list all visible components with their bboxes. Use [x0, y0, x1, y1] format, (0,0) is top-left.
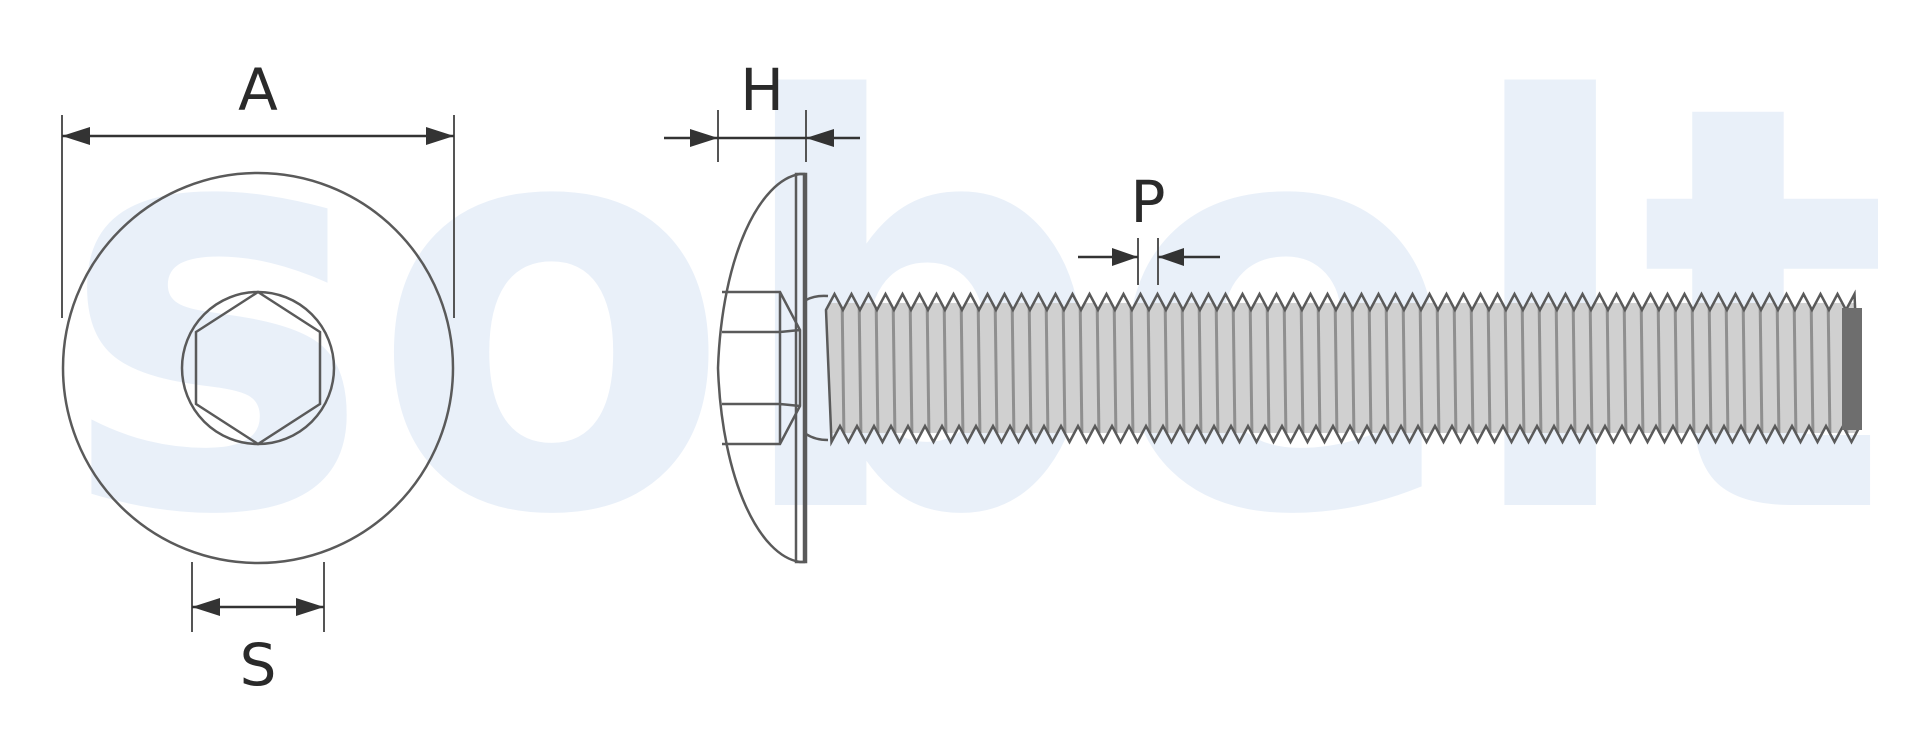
hex-socket-side-icon [722, 290, 802, 446]
dimension-label-p: P [1131, 168, 1166, 236]
dimension-a: A [61, 56, 455, 318]
socket-inner-circle [180, 290, 336, 446]
mushroom-head [716, 172, 806, 564]
threaded-shank [826, 303, 1858, 433]
bolt-end-chamfer [1842, 308, 1862, 430]
bolt-neck [805, 294, 829, 442]
dimension-p: P [1078, 168, 1220, 285]
bolt-side-view [716, 172, 1862, 564]
dimension-label-h: H [740, 56, 784, 124]
head-flat-face [794, 172, 808, 564]
dimension-label-a: A [238, 56, 278, 124]
head-top-view [61, 171, 455, 565]
head-outline-circle [61, 171, 455, 565]
dimension-s: S [191, 562, 325, 699]
dimension-label-s: S [240, 631, 277, 699]
dimension-h: H [664, 56, 860, 162]
